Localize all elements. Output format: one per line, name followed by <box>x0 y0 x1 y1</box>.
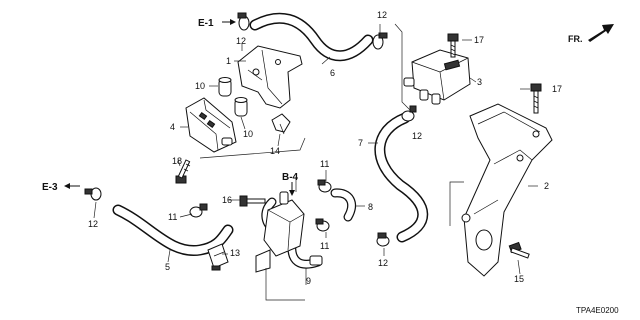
callout-4: 4 <box>170 122 175 132</box>
callout-14: 14 <box>270 146 280 156</box>
hose-clamp <box>189 203 208 218</box>
callout-18: 18 <box>172 156 182 166</box>
valve-assembly-9 <box>255 191 323 273</box>
callout-13: 13 <box>230 248 240 258</box>
hose-clamp <box>376 232 390 247</box>
ref-b4-label: B-4 <box>282 172 299 183</box>
callout-17-top: 17 <box>474 35 484 45</box>
front-direction-arrow <box>588 24 614 42</box>
callout-12-top: 12 <box>377 10 387 20</box>
solenoid-valve-3 <box>403 49 471 105</box>
fr-label: FR. <box>568 34 583 44</box>
callout-15: 15 <box>514 274 524 284</box>
callout-16: 16 <box>222 195 232 205</box>
callout-8: 8 <box>368 202 373 212</box>
callout-11-left: 11 <box>168 212 177 222</box>
callout-5: 5 <box>165 262 170 272</box>
bracket-2 <box>461 103 553 277</box>
hose-clamp <box>84 187 102 201</box>
solenoid-valve-4 <box>185 97 237 153</box>
hose-7 <box>374 112 429 243</box>
document-id: TPA4E0200 <box>576 306 619 315</box>
callout-11-upper: 11 <box>320 159 329 169</box>
callout-9: 9 <box>306 276 311 286</box>
callout-17-right: 17 <box>552 84 562 94</box>
callout-12-bottom: 12 <box>378 258 388 268</box>
ref-e3-arrow <box>64 183 80 189</box>
bolt-17 <box>530 83 542 114</box>
callout-7: 7 <box>358 138 363 148</box>
connector-13 <box>207 243 229 271</box>
callout-10-upper: 10 <box>195 81 205 91</box>
hose-5 <box>112 204 234 257</box>
bushing-10 <box>234 97 248 117</box>
clip-14 <box>271 113 291 135</box>
bolt-18 <box>175 159 191 184</box>
hose-clamp <box>315 218 330 232</box>
bushing-10 <box>218 77 232 97</box>
callout-2: 2 <box>544 181 549 191</box>
ref-e1-label: E-1 <box>198 18 214 29</box>
hose-clamp <box>237 12 250 31</box>
bracket-1 <box>237 45 303 109</box>
bolt-15 <box>508 241 530 259</box>
ref-e3-label: E-3 <box>42 182 58 193</box>
hose-clamp <box>401 105 417 122</box>
bolt-17 <box>447 33 459 58</box>
callout-12-left: 12 <box>88 219 98 229</box>
hose-6 <box>249 12 374 62</box>
callout-10-lower: 10 <box>243 129 253 139</box>
callout-12-right: 12 <box>412 131 422 141</box>
callout-3: 3 <box>477 77 482 87</box>
hose-clamp <box>317 179 332 193</box>
hose-8 <box>330 188 356 222</box>
ref-e1-arrow <box>222 19 236 25</box>
leader-lines <box>93 23 538 301</box>
callout-11-lower: 11 <box>320 241 329 251</box>
hose-clamp <box>372 32 388 50</box>
callout-1: 1 <box>226 56 231 66</box>
bolt-16 <box>239 195 266 207</box>
callout-12-e1: 12 <box>236 36 246 46</box>
ref-b4-arrow <box>289 182 295 196</box>
callout-6: 6 <box>330 68 335 78</box>
